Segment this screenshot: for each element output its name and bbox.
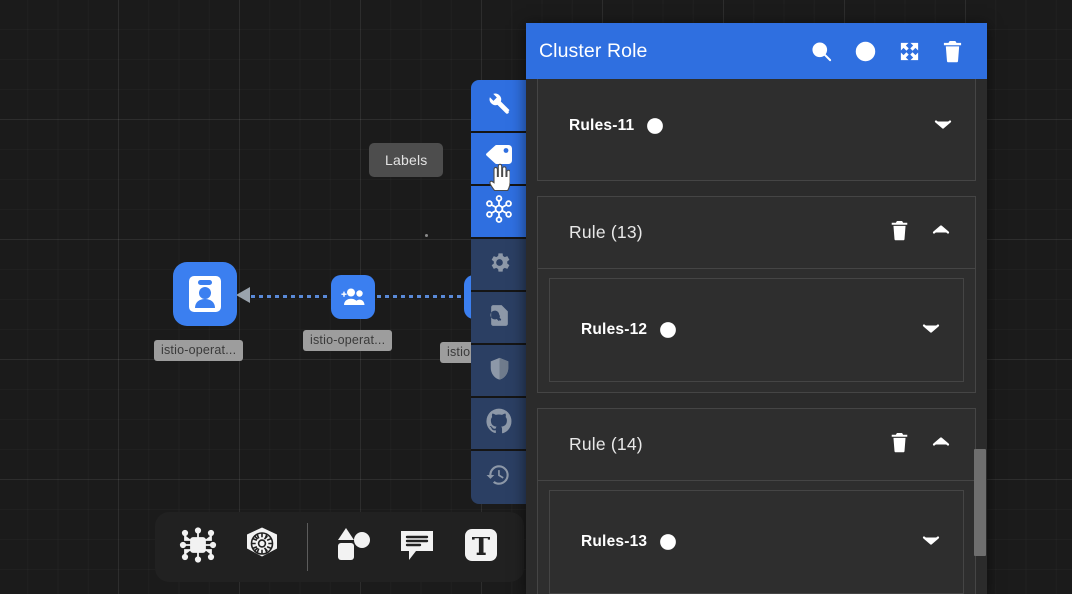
rule-group-header[interactable]: Rule (13) [538,197,975,269]
document-search-icon [487,303,512,333]
rules-title: Rules-12 [581,321,648,338]
labels-tooltip: Labels [369,143,444,177]
wrench-icon [486,90,512,121]
expand-icon[interactable] [898,40,921,63]
github-icon [486,408,512,439]
panel-scrollbar-track[interactable] [973,79,987,594]
cluster-role-panel: Cluster Role [526,23,987,594]
chevron-down-icon[interactable] [921,533,941,552]
kubernetes-icon [243,526,281,569]
rule-group-title: Rule (14) [569,434,643,454]
toolbar-item-tools[interactable] [471,80,527,133]
chevron-up-icon[interactable] [931,435,951,454]
toolbar-item-history[interactable] [471,451,527,504]
bottom-toolbar-divider [307,523,308,571]
help-icon[interactable] [646,117,664,135]
toolbar-item-topology[interactable] [471,186,527,239]
rules-card[interactable]: Rules-12 [549,278,964,382]
panel-body[interactable]: Rules-11 Rule (13) [526,79,987,594]
graph-edge-arrow [236,287,250,303]
rule-group: Rule (14) [537,408,976,594]
rules-card[interactable]: Rules-13 [549,490,964,594]
network-hub-icon [485,195,513,228]
help-icon[interactable] [659,321,677,339]
toolbar-item-settings[interactable] [471,239,527,292]
bottom-toolbar [155,512,524,582]
rule-group-header[interactable]: Rule (14) [538,409,975,481]
delete-icon[interactable] [890,220,909,246]
graph-edge-1 [251,295,329,298]
chevron-down-icon[interactable] [933,117,953,136]
help-icon[interactable] [854,40,877,63]
help-icon[interactable] [659,533,677,551]
bottom-toolbar-item-shapes[interactable] [324,518,382,576]
rules-title: Rules-13 [581,533,648,550]
rule-group: Rule (13) [537,196,976,393]
toolbar-item-inspect[interactable] [471,292,527,345]
rule-group-title: Rule (13) [569,222,643,242]
tag-icon [485,143,513,174]
toolbar-item-github[interactable] [471,398,527,451]
rules-title: Rules-11 [569,117,635,134]
canvas-dot-marker [425,234,428,237]
panel-scrollbar[interactable] [974,449,986,556]
rule-group-actions [890,220,951,246]
comment-icon [398,527,436,568]
graph-node-1[interactable] [173,262,237,326]
vertical-toolbar [471,80,527,504]
chevron-up-icon[interactable] [931,223,951,242]
graph-node-2[interactable] [331,275,375,319]
chevron-down-icon[interactable] [921,321,941,340]
microchip-icon [179,526,217,569]
search-icon[interactable] [810,40,833,63]
bottom-toolbar-item-infrastructure[interactable] [169,518,227,576]
rules-card[interactable]: Rules-11 [537,79,976,181]
toolbar-item-labels[interactable] [471,133,527,186]
panel-header: Cluster Role [526,23,987,79]
delete-icon[interactable] [942,40,963,63]
shield-icon [487,356,512,386]
toolbar-item-security[interactable] [471,345,527,398]
panel-header-actions [810,40,963,63]
id-badge-icon [187,274,223,314]
delete-icon[interactable] [890,432,909,458]
bottom-toolbar-item-comment[interactable] [388,518,446,576]
rule-group-body: Rules-12 [538,269,975,382]
rule-group-body: Rules-13 [538,481,975,594]
shapes-icon [333,526,373,569]
history-icon [486,462,512,493]
graph-node-1-label: istio-operat... [154,340,244,361]
rule-group-actions [890,432,951,458]
graph-node-2-label: istio-operat... [303,330,393,351]
bottom-toolbar-item-text[interactable] [452,518,510,576]
graph-edge-2 [377,295,467,298]
user-group-icon [340,286,366,308]
gear-icon [487,250,512,280]
page-title: Cluster Role [539,39,648,62]
text-icon [462,526,500,569]
bottom-toolbar-item-kubernetes[interactable] [233,518,291,576]
